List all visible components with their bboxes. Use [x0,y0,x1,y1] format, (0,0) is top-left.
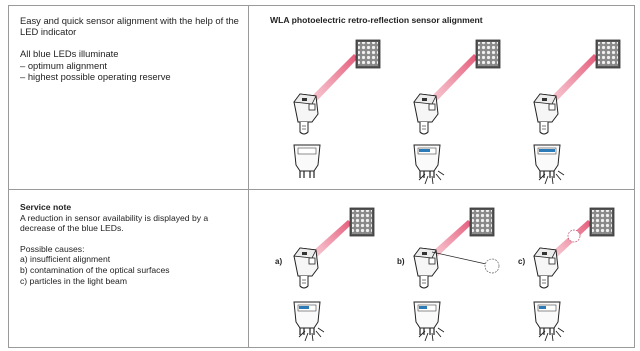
alignment-lead: All blue LEDs illuminate [20,48,119,60]
table-frame [8,5,635,348]
scene-label-b: b) [397,257,405,266]
list-item: c) particles in the light beam [20,275,127,286]
list-item: a) insufficient alignment [20,254,111,265]
scene-label-a: a) [275,257,282,266]
top-scene-misaligned [293,39,381,179]
column-divider [248,5,249,348]
service-note-block: Service note A reduction in sensor avail… [20,202,242,286]
causes-label: Possible causes: [20,243,85,254]
scene-label-c: c) [518,257,525,266]
alignment-text-block: Easy and quick sensor alignment with the… [20,15,242,82]
top-scene-partial [413,39,501,185]
bottom-scene-c [533,207,615,342]
service-note-title: Service note [20,202,72,212]
row-divider [8,189,635,190]
bottom-scene-a [293,207,375,342]
top-scene-aligned [533,39,621,185]
causes-list: a) insufficient alignment b) contaminati… [20,254,242,286]
service-note-body: A reduction in sensor availability is di… [20,212,209,234]
bottom-scene-b [413,207,500,342]
section-title: WLA photoelectric retro-reflection senso… [270,15,483,25]
alignment-list: – optimum alignment – highest possible o… [20,60,242,82]
list-item: – optimum alignment [20,59,108,71]
alignment-heading: Easy and quick sensor alignment with the… [20,15,239,38]
list-item: b) contamination of the optical surfaces [20,264,170,275]
list-item: – highest possible operating reserve [20,70,171,82]
